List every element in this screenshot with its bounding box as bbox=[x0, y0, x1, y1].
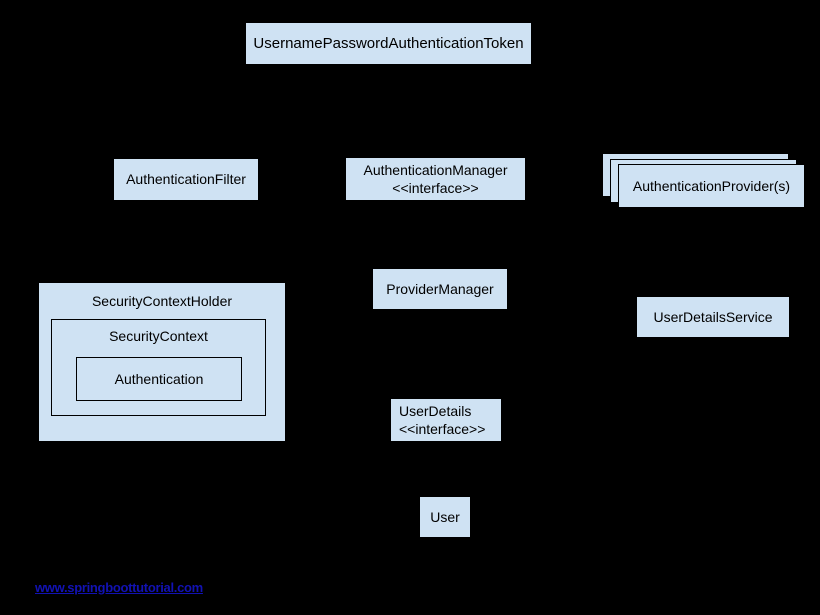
node-label: AuthenticationProvider(s) bbox=[632, 177, 791, 194]
node-label: AuthenticationFilter bbox=[126, 171, 246, 188]
node-user-details: UserDetails <<interface>> bbox=[390, 398, 502, 442]
authentication-providers-stack-layer-front: AuthenticationProvider(s) bbox=[618, 164, 805, 208]
node-label: ProviderManager bbox=[386, 280, 494, 297]
node-authentication: Authentication bbox=[76, 357, 242, 401]
node-label: User bbox=[430, 508, 460, 525]
node-stereotype: <<interface>> bbox=[399, 421, 486, 437]
node-user: User bbox=[419, 496, 471, 538]
node-security-context: SecurityContext Authentication bbox=[51, 319, 266, 416]
node-authentication-filter: AuthenticationFilter bbox=[113, 158, 259, 201]
node-authentication-manager: AuthenticationManager <<interface>> bbox=[345, 157, 526, 201]
node-user-details-service: UserDetailsService bbox=[636, 296, 790, 338]
footer-website-link[interactable]: www.springboottutorial.com bbox=[35, 580, 203, 595]
node-label: Authentication bbox=[114, 370, 204, 387]
node-label: UserDetails bbox=[399, 402, 472, 419]
node-label: SecurityContextHolder bbox=[91, 293, 233, 309]
node-username-password-authentication-token: UsernamePasswordAuthenticationToken bbox=[245, 22, 532, 65]
node-provider-manager: ProviderManager bbox=[372, 268, 508, 310]
node-label: UsernamePasswordAuthenticationToken bbox=[253, 34, 524, 52]
node-label: UserDetailsService bbox=[653, 308, 773, 325]
node-label: AuthenticationManager bbox=[363, 161, 508, 178]
node-label: SecurityContext bbox=[109, 328, 208, 344]
node-stereotype: <<interface>> bbox=[392, 180, 479, 196]
node-security-context-holder: SecurityContextHolder SecurityContext Au… bbox=[38, 282, 286, 442]
